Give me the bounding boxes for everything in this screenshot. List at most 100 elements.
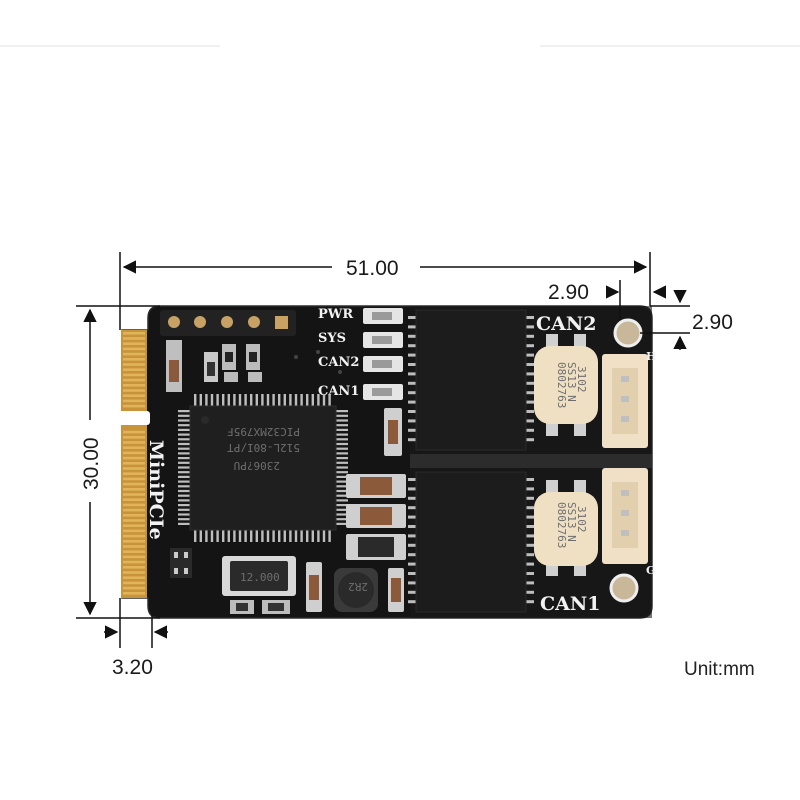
isolator-pin (408, 525, 416, 528)
connector-finger (123, 373, 145, 377)
isolator-pin (408, 391, 416, 395)
isolator-pin (408, 562, 416, 566)
isolator-pin (408, 478, 416, 481)
side-text-h: H (646, 350, 656, 363)
mcu-pin (199, 394, 202, 406)
isolator-pin (408, 543, 416, 547)
mcu-pin (336, 480, 348, 483)
mcu-pin (306, 530, 309, 542)
mcu-pin (178, 433, 190, 436)
smd-components-top (166, 340, 342, 392)
mcu-pin (178, 438, 190, 441)
unit-label: Unit:mm (684, 659, 755, 680)
connector-finger (123, 576, 145, 579)
isolator-pin (408, 515, 416, 519)
connector-finger (123, 436, 145, 439)
svg-text:3102: 3102 (575, 366, 588, 393)
isolator-chip-top (408, 309, 534, 451)
mcu-pin (336, 438, 348, 441)
connector-finger (123, 477, 145, 481)
mcu-pin (178, 424, 190, 427)
mcu-pin (317, 530, 320, 542)
mcu-pin (336, 466, 348, 469)
side-text-g: G (646, 564, 655, 577)
connector-finger (123, 467, 145, 470)
isolator-pin (526, 438, 534, 442)
mcu-pin (336, 457, 348, 460)
svg-text:SS13 N: SS13 N (565, 502, 578, 542)
port-label-can2: CAN2 (536, 313, 596, 335)
svg-text:0802763: 0802763 (555, 502, 568, 548)
mcu-pin (294, 394, 298, 406)
isolator-pin (526, 506, 534, 510)
isolator-pin (526, 590, 534, 594)
connector-finger (123, 332, 145, 335)
mcu-pin (336, 489, 348, 493)
led-label-can2: CAN2 (318, 355, 359, 370)
port-label-can1: CAN1 (540, 593, 600, 615)
dim-hole-x: 2.90 (548, 280, 667, 320)
mcu-pin (250, 530, 253, 542)
mcu-pin (227, 530, 230, 542)
mcu-pin (194, 530, 197, 542)
mcu-pin (178, 447, 190, 450)
mcu-pin (294, 530, 298, 542)
mcu-pin (178, 471, 190, 474)
isolator-pin (526, 334, 534, 338)
connector-finger (123, 550, 145, 553)
mcu-pin (194, 394, 197, 406)
dim-height: 30.00 (76, 305, 160, 619)
isolator-pin (526, 353, 534, 357)
transformer-top: 0802763 SS13 N 3102 (534, 334, 598, 436)
isolator-pin (526, 325, 534, 329)
mcu-pin (178, 485, 190, 488)
mcu-pin (336, 494, 348, 497)
mcu-pin (178, 419, 190, 422)
inductor: 2R2 (334, 568, 378, 612)
dim-hole-x-label: 2.90 (548, 281, 589, 304)
mounting-hole-bottom (609, 573, 639, 603)
connector-finger (123, 441, 145, 444)
isolator-pin (408, 419, 416, 423)
mcu-marking-line3: 2306?PU (234, 459, 280, 472)
isolator-pin (408, 581, 416, 585)
mcu-pin (178, 414, 190, 417)
mcu-pin (336, 410, 348, 413)
mcu-pin (300, 394, 303, 406)
isolator-pin (526, 419, 534, 423)
mcu-pin (336, 424, 348, 427)
mcu-pin (336, 471, 348, 474)
mcu-pin (178, 466, 190, 469)
isolator-pin (526, 400, 534, 404)
isolator-pin (408, 316, 416, 319)
mcu-pin (178, 480, 190, 483)
isolator-pin (526, 428, 534, 432)
mcu-pin (250, 394, 253, 406)
mcu-pin (336, 499, 348, 502)
connector-finger (123, 399, 145, 403)
mcu-pin (255, 530, 258, 542)
isolator-pin (408, 400, 416, 404)
isolator-pin (408, 506, 416, 510)
mcu-pin (178, 522, 190, 525)
connector-finger (123, 524, 145, 527)
mcu-pin (283, 394, 286, 406)
connector-finger (123, 581, 145, 585)
mcu-pin (336, 414, 348, 417)
svg-text:SS13 N: SS13 N (565, 362, 578, 402)
connector-finger (123, 446, 145, 449)
mcu-pin (336, 504, 348, 507)
mcu-pin (178, 508, 190, 511)
mcu-pin (311, 394, 314, 406)
isolator-pin (408, 363, 416, 366)
mcu-pin (266, 394, 270, 406)
connector-finger (123, 394, 145, 397)
mcu-pin (233, 530, 236, 542)
connector-finger (123, 451, 145, 455)
mcu-pin (272, 530, 275, 542)
mcu-pin (328, 394, 331, 406)
isolator-pin (526, 525, 534, 528)
connector-finger (123, 337, 145, 340)
mcu-pin (210, 530, 214, 542)
